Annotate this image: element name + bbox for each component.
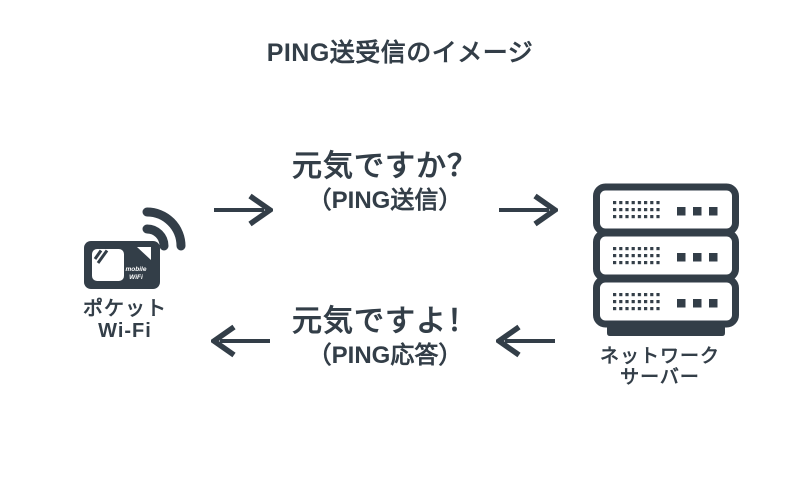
device-text-wifi: WiFi	[129, 274, 143, 281]
pocket-wifi-icon: mobile WiFi	[84, 207, 186, 289]
device-text-mobile: mobile	[126, 266, 147, 273]
arrow-left-icon	[496, 324, 555, 358]
arrow-right-icon	[214, 193, 273, 227]
response-message-subtext: （PING応答）	[307, 342, 463, 369]
network-server-label-line2: サーバー	[620, 367, 700, 388]
response-message-text: 元気ですよ！	[292, 305, 478, 338]
network-server-label: ネットワーク サーバー	[586, 346, 734, 388]
page-title: PING送受信のイメージ	[266, 39, 534, 67]
arrow-left-icon	[211, 324, 270, 358]
request-message: 元気ですか？ （PING送信）	[260, 148, 510, 216]
response-message: 元気ですよ！ （PING応答）	[260, 303, 510, 371]
request-message-text: 元気ですか？	[292, 150, 478, 183]
network-server-label-line1: ネットワーク	[599, 346, 720, 367]
pocket-wifi-label: ポケット Wi-Fi	[55, 298, 195, 342]
pocket-wifi-label-line1: ポケット	[83, 298, 167, 320]
arrow-right-icon	[499, 193, 558, 227]
pocket-wifi-label-line2: Wi-Fi	[98, 320, 152, 342]
request-message-subtext: （PING送信）	[307, 187, 463, 214]
network-server-icon	[593, 183, 739, 336]
wifi-signal-icon	[142, 207, 186, 251]
